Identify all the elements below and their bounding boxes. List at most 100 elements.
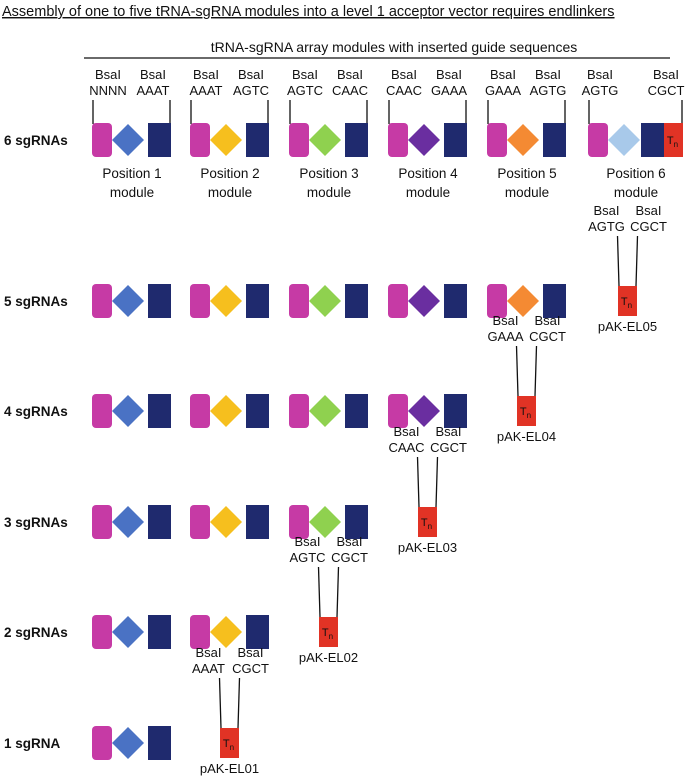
overhang-left-5: GAAA	[485, 83, 521, 98]
scaffold-block-row6-pos1	[148, 123, 171, 157]
scaffold-block-row4-pos3	[345, 394, 368, 428]
scaffold-block-row2-pos2	[246, 615, 269, 649]
scaffold-block-row3-pos1	[148, 505, 171, 539]
scaffold-block-row4-pos2	[246, 394, 269, 428]
scaffold-block-row5-pos5	[543, 284, 566, 318]
trna-block-row2-pos2	[190, 615, 210, 649]
guide-diamond-row5-pos5	[507, 285, 539, 317]
overhang-left-el4: GAAA	[487, 329, 523, 344]
terminator-label-el2: Tn	[322, 627, 333, 641]
leader-line-left-el4	[515, 345, 519, 397]
bsai-label-left-4: BsaI	[391, 67, 417, 82]
scaffold-block-row4-pos1	[148, 394, 171, 428]
bsai-label-right-el5: BsaI	[635, 203, 661, 218]
terminator-block-pos6-row6-pos6	[664, 123, 683, 157]
position-label-3: Position 3	[299, 166, 358, 181]
trna-block-row6-pos2	[190, 123, 210, 157]
leader-line-right-el3	[435, 456, 439, 508]
overhang-left-el5: AGTG	[588, 219, 625, 234]
bsai-label-left-5: BsaI	[490, 67, 516, 82]
trna-block-row6-pos5	[487, 123, 507, 157]
overhang-left-1: NNNN	[89, 83, 127, 98]
row-label-3: 3 sgRNAs	[4, 515, 68, 530]
scaffold-block-row5-pos3	[345, 284, 368, 318]
overhang-left-6: AGTG	[582, 83, 619, 98]
scaffold-block-row5-pos4	[444, 284, 467, 318]
overhang-right-6: CGCT	[648, 83, 685, 98]
overhang-left-2: AAAT	[190, 83, 223, 98]
leader-line-left-el2	[317, 566, 321, 618]
leader-line-right-el4	[534, 345, 538, 397]
trna-block-row3-pos3	[289, 505, 309, 539]
scaffold-block-row6-pos6	[641, 123, 664, 157]
guide-diamond-row6-pos3	[309, 124, 341, 156]
terminator-block-el4	[517, 396, 536, 426]
terminator-block-el1	[220, 728, 239, 758]
guide-diamond-row2-pos2	[210, 616, 242, 648]
overhang-right-el3: CGCT	[430, 440, 467, 455]
scaffold-block-row3-pos2	[246, 505, 269, 539]
guide-diamond-row5-pos4	[408, 285, 440, 317]
guide-diamond-row5-pos2	[210, 285, 242, 317]
guide-diamond-row6-pos5	[507, 124, 539, 156]
trna-block-row6-pos3	[289, 123, 309, 157]
overhang-right-el4: CGCT	[529, 329, 566, 344]
array-modules-header: tRNA-sgRNA array modules with inserted g…	[211, 39, 578, 55]
terminator-label-el3: Tn	[421, 517, 432, 531]
position-module-label-2: module	[208, 185, 252, 200]
bsai-label-left-6: BsaI	[587, 67, 613, 82]
leader-line-left-el1	[218, 677, 222, 729]
overhang-left-el1: AAAT	[192, 661, 225, 676]
position-module-label-1: module	[110, 185, 154, 200]
overhang-right-el2: CGCT	[331, 550, 368, 565]
trna-block-row4-pos4	[388, 394, 408, 428]
trna-block-row6-pos4	[388, 123, 408, 157]
guide-diamond-row3-pos2	[210, 506, 242, 538]
position-label-1: Position 1	[102, 166, 161, 181]
row-label-5: 5 sgRNAs	[4, 294, 68, 309]
terminator-block-el2	[319, 617, 338, 647]
terminator-block-el3	[418, 507, 437, 537]
endlinker-name-el5: pAK-EL05	[598, 319, 657, 334]
overhang-right-el1: CGCT	[232, 661, 269, 676]
terminator-block-el5	[618, 286, 637, 316]
overhang-right-5: AGTG	[530, 83, 567, 98]
guide-diamond-row3-pos3	[309, 506, 341, 538]
trna-block-row5-pos1	[92, 284, 112, 318]
bsai-label-right-el2: BsaI	[336, 534, 362, 549]
guide-diamond-row1-pos1	[112, 727, 144, 759]
trna-block-row5-pos3	[289, 284, 309, 318]
bsai-label-left-el3: BsaI	[393, 424, 419, 439]
guide-diamond-row5-pos3	[309, 285, 341, 317]
terminator-label-el5: Tn	[621, 296, 632, 310]
trna-block-row2-pos1	[92, 615, 112, 649]
trna-block-row6-pos1	[92, 123, 112, 157]
trna-block-row6-pos6	[588, 123, 608, 157]
scaffold-block-row5-pos2	[246, 284, 269, 318]
leader-line-right-el2	[336, 566, 340, 618]
overhang-right-2: AGTC	[233, 83, 269, 98]
bsai-label-right-2: BsaI	[238, 67, 264, 82]
bsai-label-left-1: BsaI	[95, 67, 121, 82]
bsai-label-right-1: BsaI	[140, 67, 166, 82]
row-label-1: 1 sgRNA	[4, 736, 61, 751]
overhang-right-4: GAAA	[431, 83, 467, 98]
guide-diamond-row6-pos2	[210, 124, 242, 156]
overhang-left-el2: AGTC	[289, 550, 325, 565]
bsai-label-left-el5: BsaI	[593, 203, 619, 218]
terminator-label-el4: Tn	[520, 406, 531, 420]
guide-diamond-row4-pos2	[210, 395, 242, 427]
position-module-label-6: module	[614, 185, 658, 200]
endlinker-name-el3: pAK-EL03	[398, 540, 457, 555]
scaffold-block-row6-pos4	[444, 123, 467, 157]
endlinker-name-el4: pAK-EL04	[497, 429, 556, 444]
overhang-left-3: AGTC	[287, 83, 323, 98]
guide-diamond-row4-pos4	[408, 395, 440, 427]
position-label-2: Position 2	[200, 166, 259, 181]
bsai-label-left-el4: BsaI	[492, 313, 518, 328]
terminator-label-pos6-row6-pos6: Tn	[667, 135, 678, 149]
endlinker-name-el1: pAK-EL01	[200, 761, 259, 776]
leader-line-right-el1	[237, 677, 241, 729]
